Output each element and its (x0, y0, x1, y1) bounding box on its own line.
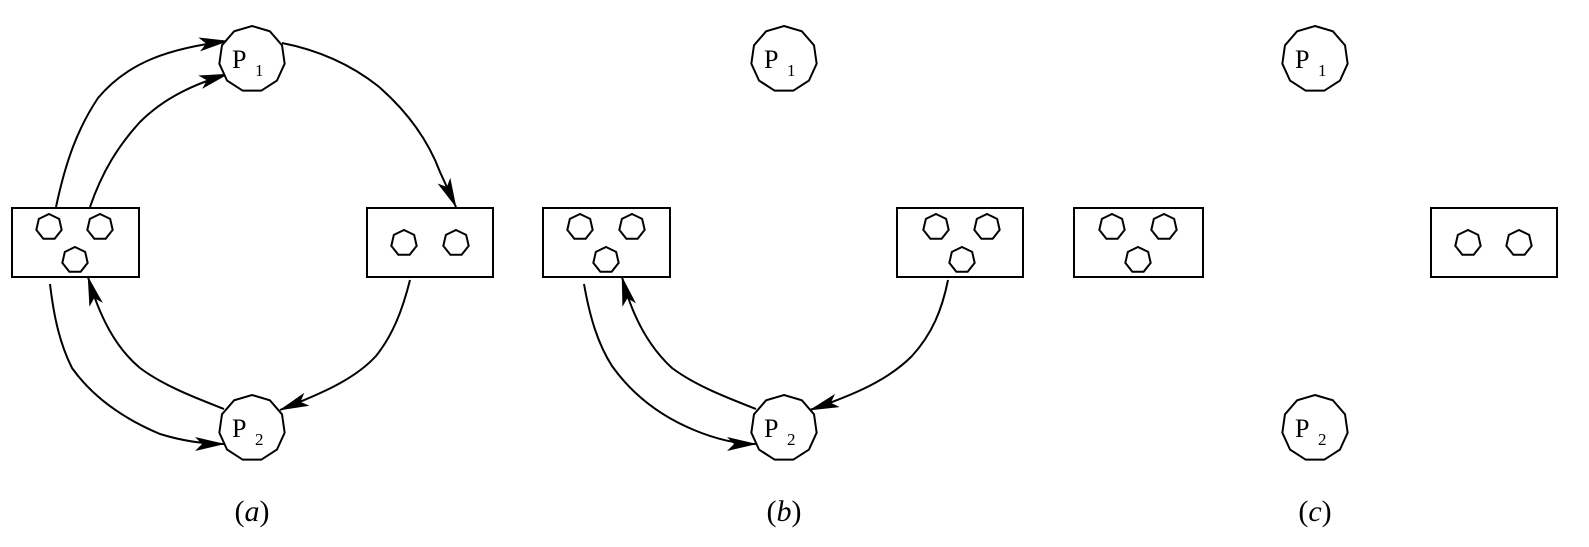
resource-instance (973, 212, 1001, 240)
resource-instance (1150, 212, 1178, 240)
process-c-p2: P 2 (1281, 393, 1349, 461)
resource-a-r1 (11, 207, 140, 278)
resource-instance-outline (592, 245, 620, 273)
resource-instance-outline (390, 228, 418, 256)
resource-b-r2 (896, 207, 1024, 278)
edge-a-p2-to-r1 (87, 276, 225, 410)
resource-instance (35, 212, 63, 240)
resource-box (1430, 207, 1558, 278)
process-node-outline (1281, 24, 1349, 92)
process-letter: P (1295, 45, 1309, 74)
process-a-p1: P 1 (218, 24, 286, 92)
resource-instance (922, 212, 950, 240)
resource-instance-outline (922, 212, 950, 240)
edge-b-r1-to-p2 (583, 283, 757, 451)
edge-a-p1-to-r2 (281, 42, 457, 208)
process-letter: P (1295, 414, 1309, 443)
process-shape (218, 24, 286, 92)
resource-c-r2 (1430, 207, 1558, 278)
resource-instance (390, 228, 418, 256)
panel-caption: (a) (235, 495, 270, 528)
resource-instance-outline (35, 212, 63, 240)
process-node-outline (1281, 393, 1349, 461)
process-subscript: 1 (1318, 61, 1327, 80)
resource-instance (61, 245, 89, 273)
resource-instance-outline (1505, 228, 1533, 256)
edge-b-p2-to-r1 (621, 276, 757, 410)
resource-instance-outline (61, 245, 89, 273)
process-shape (750, 24, 818, 92)
resource-instance-outline (1150, 212, 1178, 240)
process-shape (218, 393, 286, 461)
process-shape (1281, 393, 1349, 461)
process-letter: P (764, 414, 778, 443)
resource-instance-outline (618, 212, 646, 240)
process-subscript: 1 (787, 61, 796, 80)
resource-instance (1505, 228, 1533, 256)
edge-a-r1-to-p1-outer (55, 37, 229, 208)
process-b-p2: P 2 (750, 393, 818, 461)
process-node-outline (750, 24, 818, 92)
resource-instance-outline (566, 212, 594, 240)
process-letter: P (764, 45, 778, 74)
process-letter: P (232, 45, 246, 74)
edge-a-r1-to-p1-inner (89, 73, 229, 208)
process-subscript: 2 (787, 430, 796, 449)
resource-box (366, 207, 494, 278)
edge-a-r2-to-p2 (279, 279, 411, 411)
panel-caption: (c) (1298, 495, 1331, 528)
edge-b-r2-to-p2 (809, 279, 949, 411)
resource-instance (1454, 228, 1482, 256)
panel-b: P 1 P 2 (b) (542, 24, 1024, 528)
process-node-outline (218, 393, 286, 461)
resource-instance (1124, 245, 1152, 273)
resource-instance (86, 212, 114, 240)
edge-a-r1-to-p2 (49, 283, 225, 451)
resource-instance-outline (86, 212, 114, 240)
panel-caption: (b) (767, 495, 802, 528)
resource-instance-outline (1124, 245, 1152, 273)
process-letter: P (232, 414, 246, 443)
panel-c: P 1 P 2 (c) (1073, 24, 1558, 528)
process-a-p2: P 2 (218, 393, 286, 461)
resource-instance (566, 212, 594, 240)
process-c-p1: P 1 (1281, 24, 1349, 92)
process-subscript: 2 (1318, 430, 1327, 449)
process-shape (750, 393, 818, 461)
resource-instance (442, 228, 470, 256)
process-subscript: 1 (255, 61, 264, 80)
process-node-outline (218, 24, 286, 92)
resource-instance-outline (1098, 212, 1126, 240)
resource-instance (618, 212, 646, 240)
process-subscript: 2 (255, 430, 264, 449)
process-b-p1: P 1 (750, 24, 818, 92)
resource-instance (948, 245, 976, 273)
process-shape (1281, 24, 1349, 92)
resource-instance-outline (973, 212, 1001, 240)
resource-box (896, 207, 1024, 278)
resource-instance-outline (1454, 228, 1482, 256)
resource-b-r1 (542, 207, 671, 278)
process-node-outline (750, 393, 818, 461)
resource-instance (592, 245, 620, 273)
resource-a-r2 (366, 207, 494, 278)
resource-instance-outline (442, 228, 470, 256)
resource-instance-outline (948, 245, 976, 273)
panel-a: P 1 P 2 (a) (11, 24, 494, 528)
resource-c-r1 (1073, 207, 1204, 278)
resource-instance (1098, 212, 1126, 240)
